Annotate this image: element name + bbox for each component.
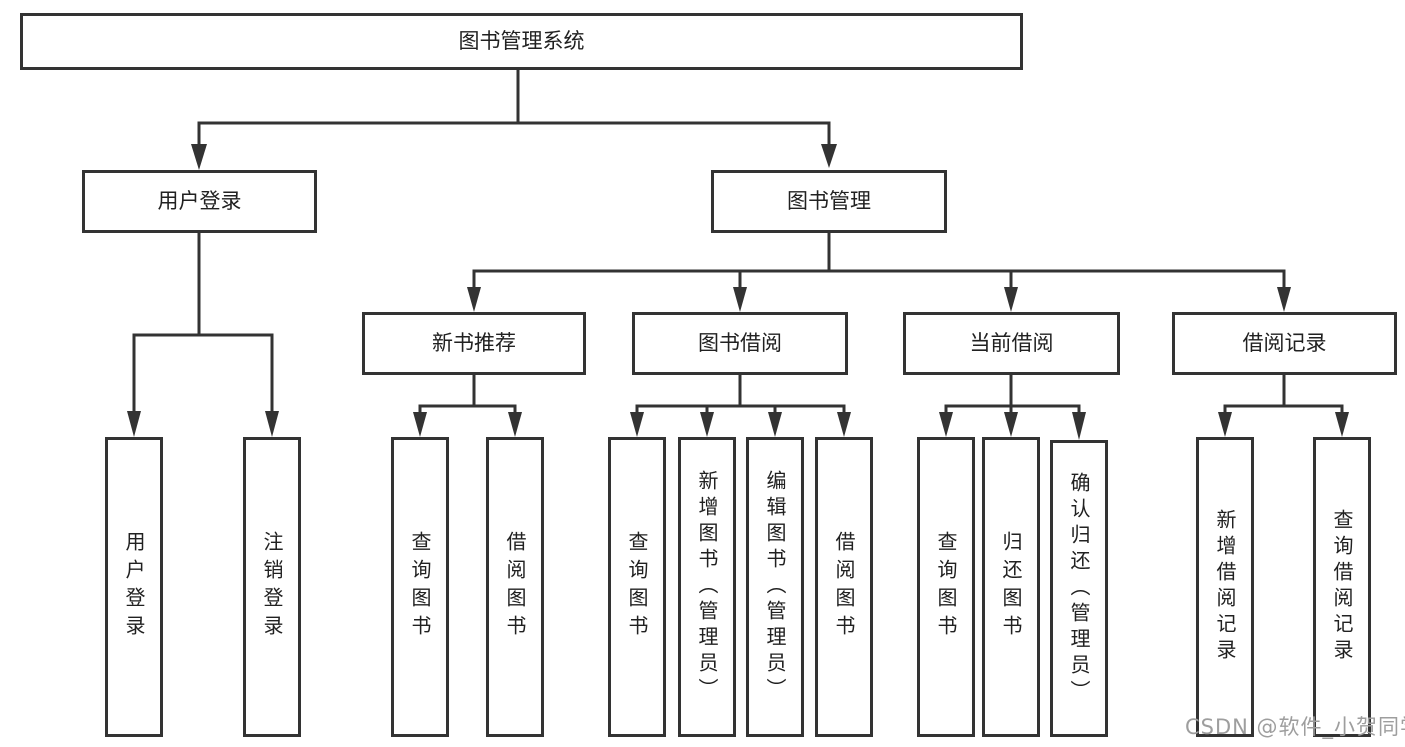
node-current-borrowing: 当前借阅 (903, 312, 1120, 375)
node-new-book-recommendation: 新书推荐 (362, 312, 586, 375)
node-user-login: 用户登录 (82, 170, 317, 233)
leaf-query-books-borrow: 查询图书 (608, 437, 666, 737)
node-root-library-system: 图书管理系统 (20, 13, 1023, 70)
leaf-user-login: 用户登录 (105, 437, 163, 737)
watermark-text: CSDN @软件_小贺同学 (1185, 715, 1405, 739)
leaf-borrow-books: 借阅图书 (815, 437, 873, 737)
node-borrowing-records: 借阅记录 (1172, 312, 1397, 375)
leaf-query-books-recommend: 查询图书 (391, 437, 449, 737)
leaf-query-books-current: 查询图书 (917, 437, 975, 737)
leaf-confirm-return-admin: 确认归还（管理员） (1050, 440, 1108, 737)
leaf-logout: 注销登录 (243, 437, 301, 737)
leaf-query-borrow-record: 查询借阅记录 (1313, 437, 1371, 737)
leaf-edit-books-admin: 编辑图书（管理员） (746, 437, 804, 737)
leaf-borrow-books-recommend: 借阅图书 (486, 437, 544, 737)
node-book-borrowing: 图书借阅 (632, 312, 848, 375)
leaf-return-books: 归还图书 (982, 437, 1040, 737)
node-book-management: 图书管理 (711, 170, 947, 233)
leaf-add-borrow-record: 新增借阅记录 (1196, 437, 1254, 737)
leaf-add-books-admin: 新增图书（管理员） (678, 437, 736, 737)
